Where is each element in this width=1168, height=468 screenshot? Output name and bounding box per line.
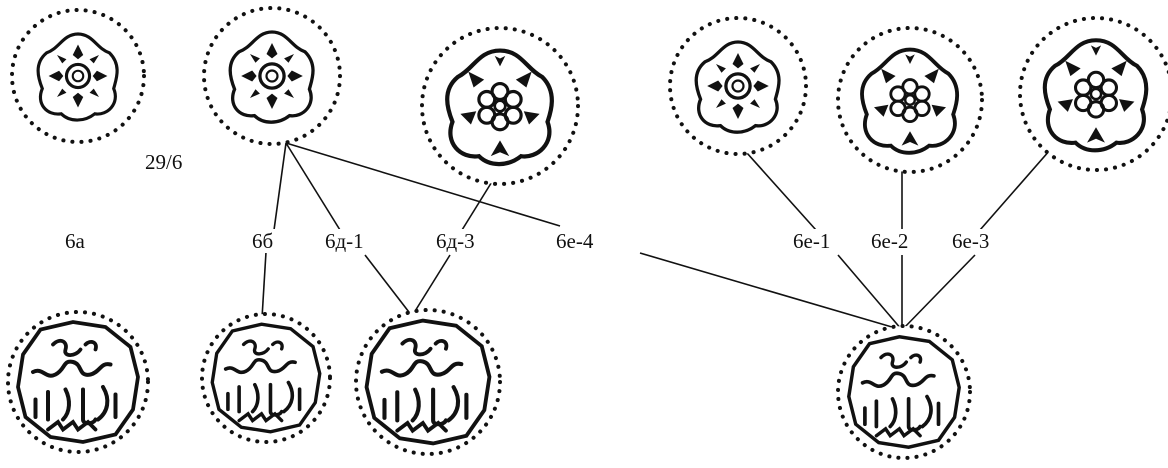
connector-6b-upper	[273, 142, 287, 231]
coin-6e-reverse	[836, 324, 972, 460]
label-6e-4: 6е-4	[553, 229, 597, 253]
connector-6e3-upper	[979, 149, 1051, 231]
connector-6e4-upper	[285, 142, 561, 227]
coin-drawings	[6, 6, 1168, 460]
label-6e-3: 6е-3	[949, 229, 993, 253]
connector-6e1-upper	[737, 142, 817, 231]
coin-6a-obverse	[10, 8, 146, 144]
coin-6d-reverse	[354, 308, 502, 456]
connector-6d3-lower	[411, 254, 451, 317]
connector-6e4-lower	[639, 252, 903, 331]
label-6e-2: 6е-2	[868, 229, 912, 253]
label-6b: 6б	[249, 229, 277, 253]
connector-6e1-lower	[837, 254, 903, 331]
coin-6e3-obverse	[1018, 16, 1168, 172]
coin-6e1-obverse	[668, 16, 808, 156]
label-6a: 6а	[62, 229, 88, 253]
connector-lines	[261, 142, 1051, 331]
coin-6a-reverse	[6, 310, 150, 454]
connector-6e3-lower	[901, 254, 976, 331]
coin-6e2-obverse	[836, 26, 984, 174]
label-6e-1: 6е-1	[790, 229, 834, 253]
connector-6d1-lower	[364, 254, 413, 317]
label-6d-1: 6д-1	[322, 229, 367, 253]
coin-6b-obverse	[202, 6, 342, 146]
connector-6b-lower	[261, 251, 267, 319]
figure-ref-label: 29/6	[142, 150, 186, 174]
label-6d-3: 6д-3	[433, 229, 478, 253]
coin-6b-reverse	[200, 312, 332, 444]
coin-6d3-obverse	[420, 26, 580, 186]
connector-6d1-upper	[285, 142, 341, 231]
